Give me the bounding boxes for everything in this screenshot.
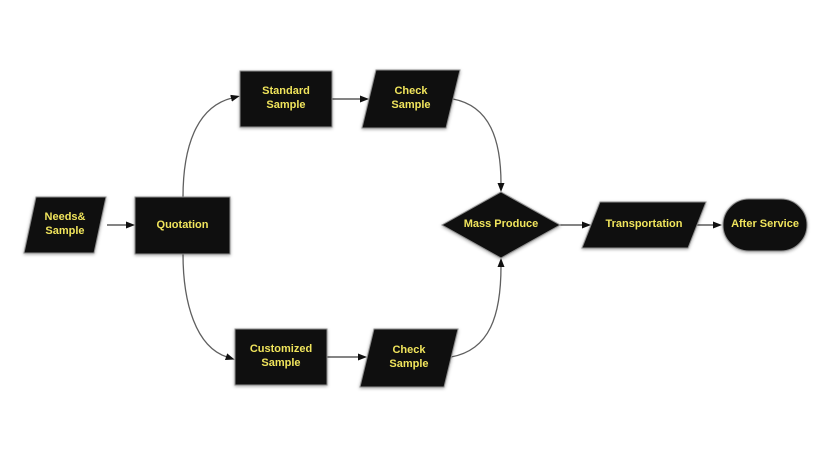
check-sample-bottom-shape bbox=[359, 328, 459, 388]
transportation-shape bbox=[581, 201, 707, 249]
quotation-shape bbox=[134, 196, 231, 255]
connectors bbox=[107, 94, 722, 361]
needs-sample-shape bbox=[23, 196, 107, 254]
edge-quotation-to-standard bbox=[182, 94, 240, 198]
after-service-shape bbox=[722, 198, 808, 252]
node-shapes bbox=[23, 69, 808, 388]
edge-quotation-to-customized bbox=[182, 253, 235, 361]
edge-check-top-to-mass-produce bbox=[452, 98, 505, 192]
edge-check-bottom-to-mass-produce bbox=[450, 258, 505, 358]
mass-produce-shape bbox=[440, 191, 562, 259]
customized-sample-shape bbox=[234, 328, 328, 386]
standard-sample-shape bbox=[239, 70, 333, 128]
check-sample-top-shape bbox=[361, 69, 461, 129]
